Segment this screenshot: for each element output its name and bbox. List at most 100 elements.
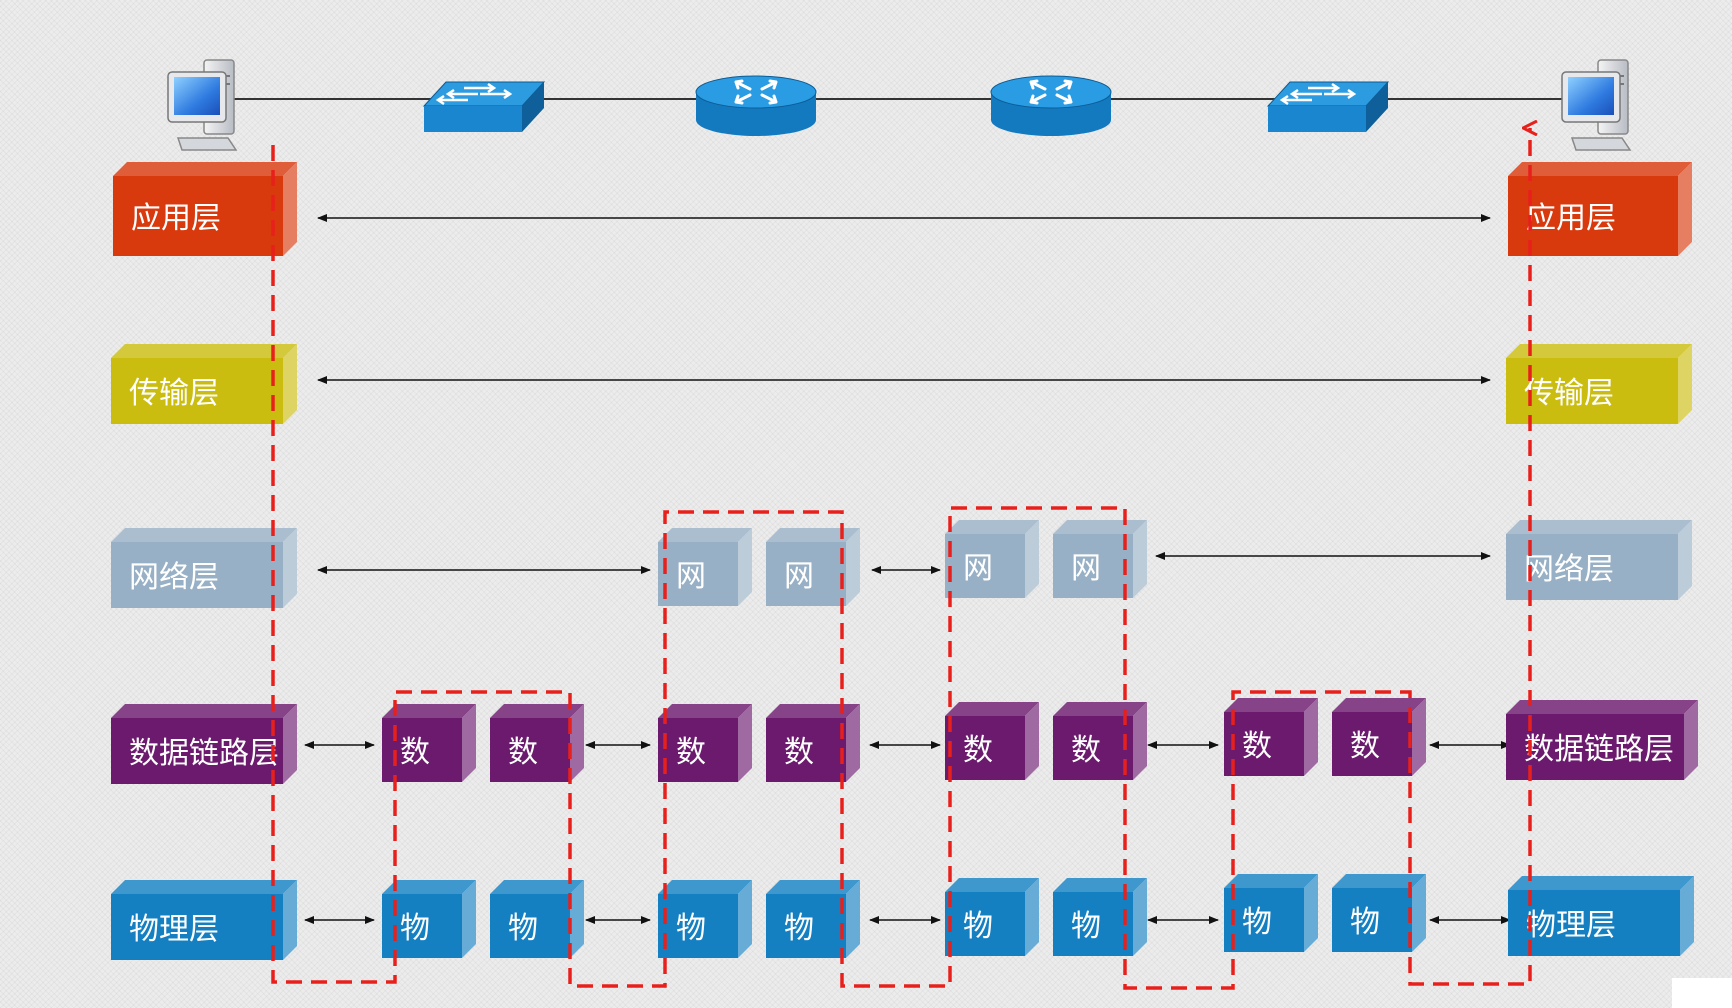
block-face	[490, 894, 570, 958]
block-face	[111, 718, 283, 784]
layer-blocks: 应用层应用层传输层传输层网络层网络层数据链路层数据链路层物理层物理层数物数物数物…	[111, 162, 1698, 960]
block-top	[490, 880, 584, 894]
block-top	[945, 520, 1039, 534]
block-face	[1508, 890, 1680, 956]
switch-arrow	[464, 82, 497, 94]
physical-block: 物	[490, 880, 584, 958]
router-arrow	[760, 79, 778, 91]
block-label: 应用层	[1526, 201, 1616, 236]
block-top	[766, 704, 860, 718]
block-top	[1508, 162, 1692, 176]
block-face	[766, 542, 846, 606]
block-face	[1508, 176, 1678, 256]
router-arrow	[1055, 79, 1073, 91]
flow-path-line	[271, 128, 1530, 990]
block-face	[490, 718, 570, 782]
network-layer-left: 网络层	[111, 528, 297, 608]
switch-arrow	[445, 88, 478, 100]
block-top	[490, 704, 584, 718]
pc-screen	[174, 77, 220, 115]
block-side	[846, 704, 860, 782]
block-label: 数	[1242, 729, 1272, 764]
router-arrow	[1055, 93, 1073, 105]
block-side	[1133, 520, 1147, 598]
block-side	[1412, 698, 1426, 776]
block-face	[1506, 714, 1684, 780]
datalink-block: 数	[1332, 698, 1426, 776]
router-arrow	[760, 93, 778, 105]
block-face	[945, 534, 1025, 598]
switch-arrow	[1279, 94, 1312, 106]
block-label: 数据链路层	[1524, 732, 1674, 767]
block-top	[1332, 698, 1426, 712]
block-side	[570, 704, 584, 782]
block-face	[1224, 712, 1304, 776]
block-side	[283, 162, 297, 256]
block-side	[283, 344, 297, 424]
block-top	[1053, 520, 1147, 534]
switch-arrow	[1324, 88, 1357, 100]
switch-front	[1268, 106, 1366, 132]
block-face	[1506, 534, 1678, 600]
block-top	[1508, 876, 1694, 890]
block-face	[1506, 358, 1678, 424]
block-top	[766, 528, 860, 542]
block-top	[1506, 700, 1698, 714]
block-top	[1332, 874, 1426, 888]
physical-block: 物	[766, 880, 860, 958]
block-label: 物	[784, 911, 814, 946]
block-top	[945, 702, 1039, 716]
datalink-block: 数	[490, 704, 584, 782]
block-side	[738, 704, 752, 782]
block-top	[382, 880, 476, 894]
block-label: 网	[963, 551, 993, 586]
block-side	[570, 880, 584, 958]
datalink-layer-left: 数据链路层	[111, 704, 297, 784]
block-side	[1678, 520, 1692, 600]
network-block: 网	[945, 520, 1039, 598]
block-face	[766, 894, 846, 958]
block-side	[846, 528, 860, 606]
block-label: 网	[784, 559, 814, 594]
block-side	[738, 528, 752, 606]
block-label: 数据链路层	[129, 736, 279, 771]
network-layer-right: 网络层	[1506, 520, 1692, 600]
topology-devices	[167, 59, 1632, 151]
switch-arrow	[435, 94, 468, 106]
block-label: 数	[963, 733, 993, 768]
block-face	[945, 892, 1025, 956]
block-top	[658, 528, 752, 542]
block-face	[1053, 534, 1133, 598]
block-face	[658, 894, 738, 958]
block-top	[111, 528, 297, 542]
application-layer-right: 应用层	[1508, 162, 1692, 256]
block-side	[1680, 876, 1694, 956]
block-face	[658, 718, 738, 782]
block-side	[1133, 702, 1147, 780]
switch-side	[1366, 82, 1388, 132]
block-label: 网	[676, 559, 706, 594]
computer-icon	[1561, 59, 1632, 151]
block-label: 物	[508, 911, 538, 946]
physical-layer-right: 物理层	[1508, 876, 1694, 956]
block-top	[658, 880, 752, 894]
block-face	[1053, 716, 1133, 780]
physical-block: 物	[658, 880, 752, 958]
transport-layer-right: 传输层	[1506, 344, 1692, 424]
application-layer-left: 应用层	[113, 162, 297, 256]
datalink-block: 数	[766, 704, 860, 782]
block-top	[766, 880, 860, 894]
pc-keyboard	[1570, 137, 1632, 151]
block-label: 物理层	[129, 912, 219, 947]
router-icon	[990, 75, 1112, 136]
block-label: 数	[1071, 733, 1101, 768]
block-label: 网络层	[129, 560, 219, 595]
router-arrow	[734, 79, 752, 91]
switch-arrow	[480, 88, 513, 100]
peer-arrows	[304, 214, 1511, 924]
physical-block: 物	[945, 878, 1039, 956]
block-top	[113, 162, 297, 176]
block-face	[113, 176, 283, 256]
data-flow-path	[271, 128, 1530, 990]
